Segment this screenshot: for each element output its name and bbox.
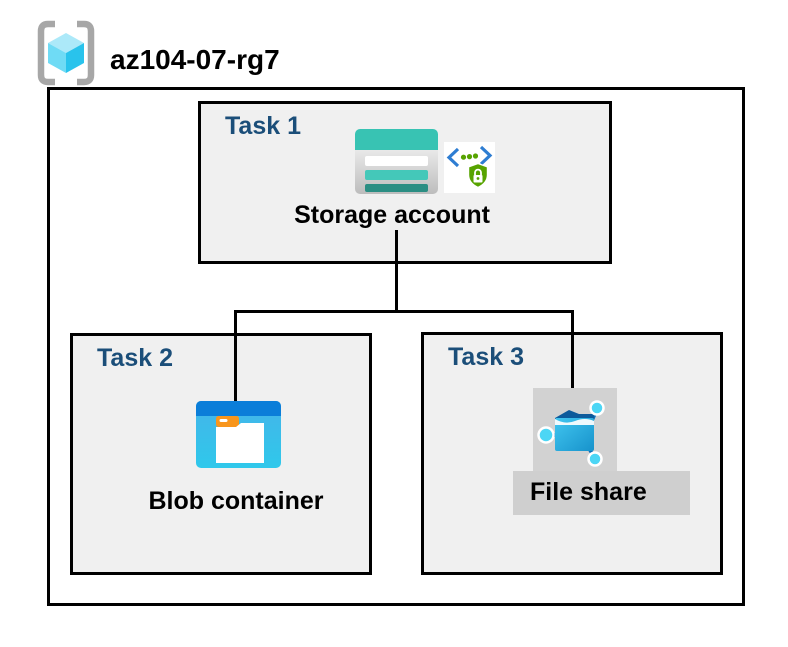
task-2-label: Task 2	[97, 344, 173, 372]
resource-group-title: az104-07-rg7	[110, 44, 280, 75]
blob-container-icon	[196, 401, 281, 468]
file-share-label: File share	[530, 478, 647, 506]
secure-endpoint-icon	[444, 142, 495, 193]
blob-container-label: Blob container	[148, 487, 324, 515]
connector-storage-trunk	[395, 230, 398, 312]
task-1-label: Task 1	[225, 112, 301, 140]
connector-branch-bar	[234, 310, 574, 313]
file-share-label-backplate: File share	[513, 471, 690, 515]
task-2-panel: Task 2 Blob container	[70, 333, 372, 575]
connector-to-blob-container	[234, 310, 237, 403]
storage-account-label: Storage account	[294, 201, 490, 229]
task-3-label: Task 3	[448, 343, 524, 371]
storage-account-icon	[355, 129, 438, 194]
task-3-panel: Task 3 File share	[421, 332, 723, 575]
file-share-icon	[537, 400, 605, 467]
task-1-panel: Task 1 Storage account	[198, 101, 612, 264]
file-share-icon-backplate	[533, 388, 617, 471]
resource-group-icon	[37, 20, 95, 86]
connector-to-file-share	[571, 310, 574, 392]
